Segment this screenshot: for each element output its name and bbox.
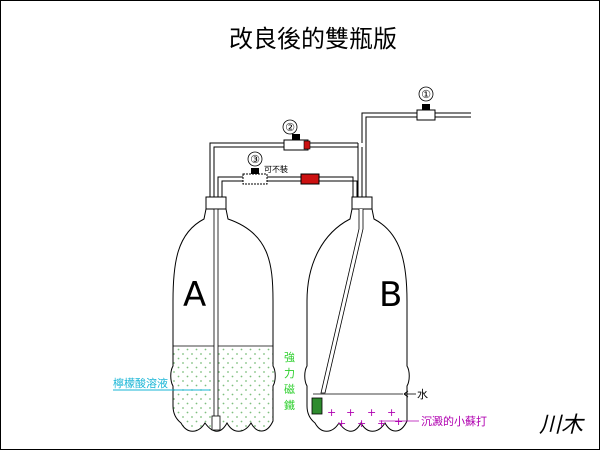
valve-2-label: ② [285,121,295,134]
magnet-label-char-3: 磁 [284,383,295,396]
bottle-a-dip-tube [213,208,219,418]
water-annotation: 水 [403,388,428,401]
svg-text:+: + [387,406,396,419]
tube-upper-left-inner [213,146,284,197]
check-valve-red [300,173,320,185]
bottle-a-outline [170,208,276,432]
sediment-marks: ++++ ++++ [327,406,403,430]
water-label: 水 [417,388,428,401]
svg-text:+: + [346,406,355,419]
bottle-a: A [170,196,276,432]
bottle-a-solution [171,346,276,432]
tubing [209,112,471,197]
bottle-b-slanted-tube [320,209,364,394]
svg-text:+: + [377,417,386,430]
tube-lower-right [267,176,354,197]
svg-text:+: + [367,406,376,419]
tube-outlet [435,112,471,118]
signature: 川木 [539,413,585,438]
valve-3-note: 可不裝 [264,164,288,174]
svg-text:+: + [394,415,403,428]
svg-text:+: + [357,417,366,430]
svg-text:+: + [337,417,346,430]
tube-lower-left-inner [221,180,243,197]
strong-magnet [311,397,323,415]
check-valve-upper [303,140,311,150]
magnet-label-char-4: 鐵 [284,398,295,412]
valve-3: ③ 可不裝 [242,151,288,185]
tube-upper-left [209,142,284,197]
bottle-a-label: A [183,275,206,315]
valve-1: ① [416,86,436,121]
valve-2: ② [282,119,309,151]
tube-riser-b [357,143,363,197]
bottle-b-cap [351,196,373,210]
magnet-annotation: 強 力 磁 鐵 [284,351,295,412]
svg-text:+: + [327,406,336,419]
solution-annotation: 檸檬酸溶液 [113,376,210,391]
bottle-a-tube-end [211,415,221,431]
diagram-title: 改良後的雙瓶版 [229,25,397,53]
magnet-label-char-2: 力 [284,367,295,380]
tube-to-valve-1 [361,112,417,147]
tube-lower-left [217,176,243,197]
sediment-annotation: 沉澱的小蘇打 [379,414,487,428]
magnet-label-char-1: 強 [284,351,295,364]
bottle-b-label: B [379,275,402,315]
solution-label: 檸檬酸溶液 [113,376,168,390]
bottle-a-cap [205,196,227,210]
valve-3-label: ③ [250,153,260,166]
sediment-label: 沉澱的小蘇打 [421,414,487,428]
bottle-b: ++++ ++++ B [304,196,410,432]
tube-lower-right-inner [267,180,358,197]
bottle-b-outline [304,208,410,432]
valve-1-label: ① [421,88,431,101]
